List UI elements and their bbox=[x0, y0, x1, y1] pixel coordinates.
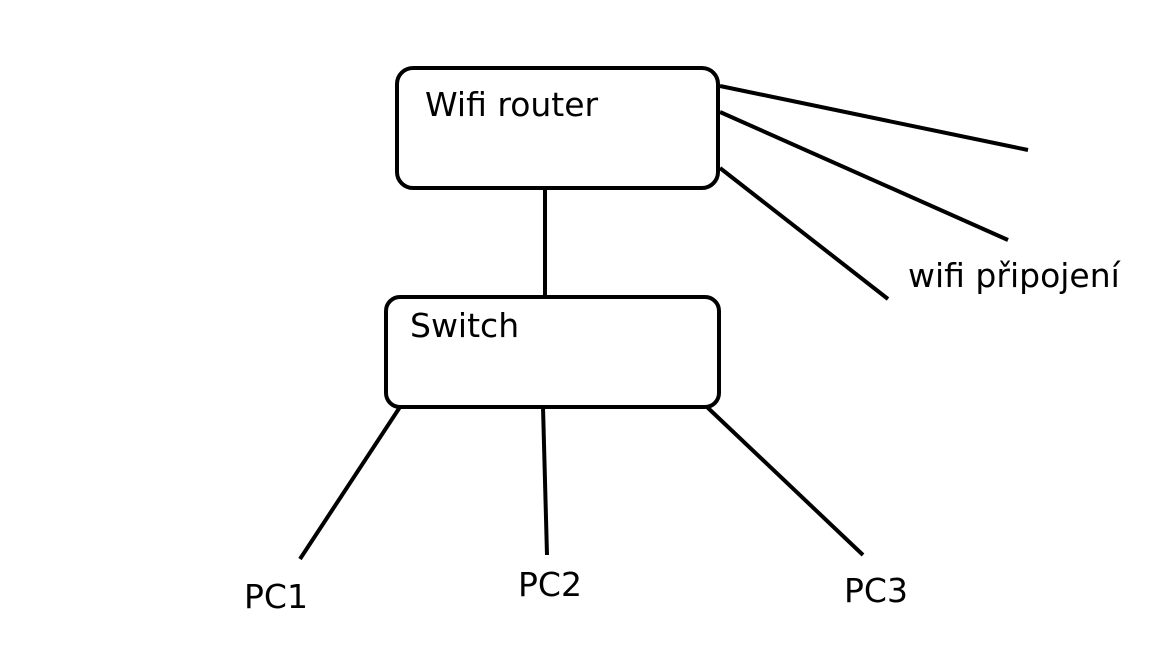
pc3-label: PC3 bbox=[844, 571, 908, 610]
switch-pc1-link bbox=[298, 405, 402, 561]
router-label: Wifi router bbox=[425, 85, 599, 124]
wifi-connection-label: wifi připojení bbox=[908, 256, 1122, 295]
router-node bbox=[395, 66, 720, 190]
switch-pc3-link bbox=[705, 405, 865, 557]
pc1-label: PC1 bbox=[244, 577, 308, 616]
wifi-line-3 bbox=[718, 166, 890, 301]
wifi-line-1 bbox=[719, 84, 1029, 152]
switch-pc2-link bbox=[541, 406, 549, 556]
pc2-label: PC2 bbox=[518, 565, 582, 604]
wifi-line-2 bbox=[719, 110, 1009, 242]
switch-node bbox=[384, 295, 721, 409]
switch-label: Switch bbox=[410, 306, 519, 345]
